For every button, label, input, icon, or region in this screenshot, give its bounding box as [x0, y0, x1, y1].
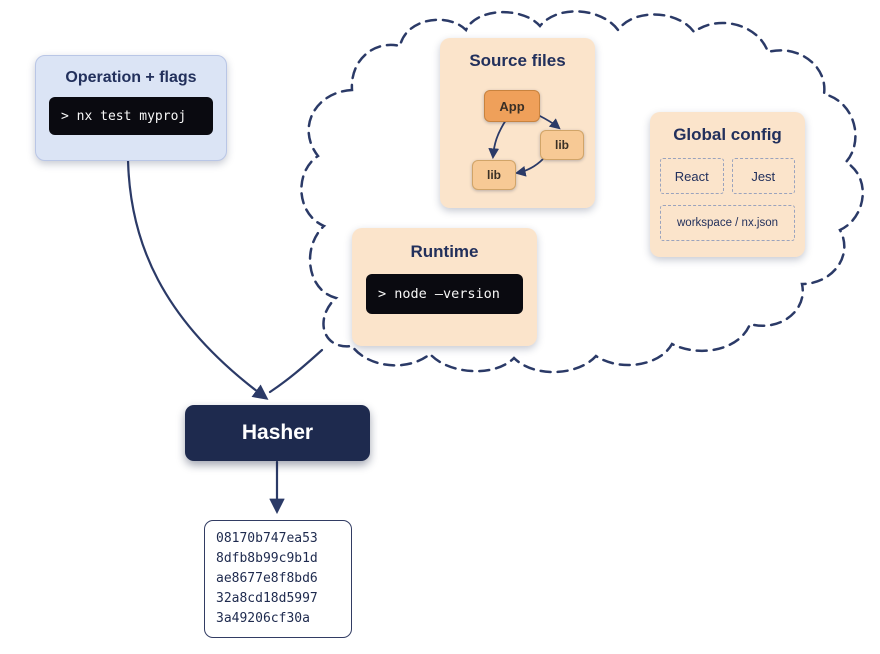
runtime-card: Runtime > node –version: [352, 228, 537, 346]
arrow-operation-to-hasher: [126, 158, 269, 400]
lib-node-right: lib: [540, 130, 584, 160]
edge-app-to-lib-bottom: [488, 119, 507, 160]
runtime-command: > node –version: [378, 286, 500, 302]
edge-lib-right-to-lib-bottom: [514, 158, 544, 177]
hash-line: 08170b747ea53: [216, 531, 318, 546]
hash-line: 8dfb8b99c9b1d: [216, 551, 318, 566]
arrow-context-to-hasher: [268, 348, 324, 394]
hash-line: 3a49206cf30a: [216, 611, 310, 626]
config-cell-workspace: workspace / nx.json: [660, 205, 795, 241]
hash-line: 32a8cd18d5997: [216, 591, 318, 606]
operation-command: > nx test myproj: [61, 108, 187, 124]
hash-line: ae8677e8f8bd6: [216, 571, 318, 586]
source-files-card: Source files App lib lib: [440, 38, 595, 208]
operation-flags-card: Operation + flags > nx test myproj: [35, 55, 227, 161]
global-config-grid: React Jest workspace / nx.json: [660, 158, 795, 241]
source-files-title: Source files: [469, 51, 566, 70]
hasher-box: Hasher: [185, 405, 370, 461]
config-cell-react: React: [660, 158, 724, 194]
lib-node-bottom: lib: [472, 160, 516, 190]
edge-app-to-lib-right: [537, 114, 561, 130]
hash-output-box: 08170b747ea53 8dfb8b99c9b1d ae8677e8f8bd…: [204, 520, 352, 638]
global-config-title: Global config: [673, 125, 782, 144]
app-node: App: [484, 90, 540, 122]
operation-terminal: > nx test myproj: [49, 97, 213, 135]
runtime-terminal: > node –version: [366, 274, 523, 314]
operation-flags-title: Operation + flags: [65, 69, 197, 86]
global-config-card: Global config React Jest workspace / nx.…: [650, 112, 805, 257]
config-cell-jest: Jest: [731, 158, 795, 194]
runtime-title: Runtime: [410, 242, 479, 261]
